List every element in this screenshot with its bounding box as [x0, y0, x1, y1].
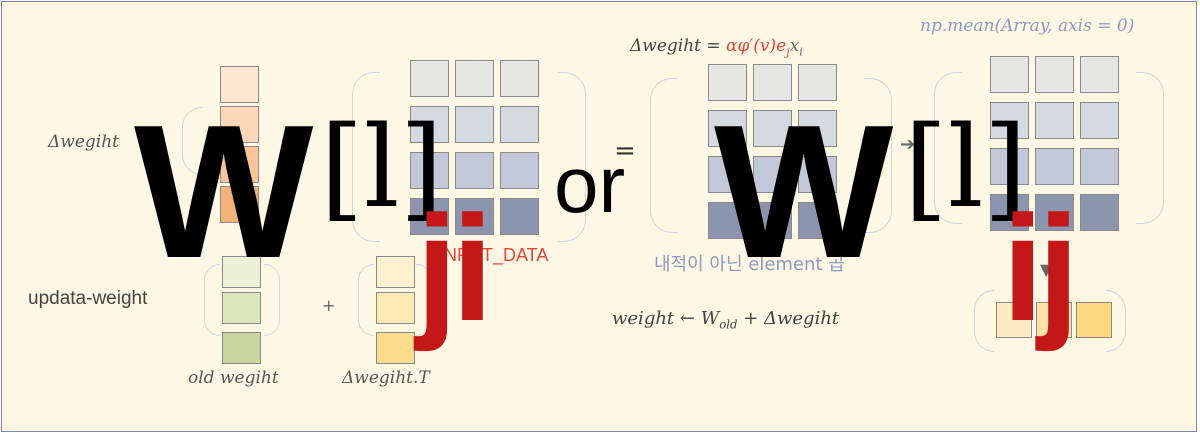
mid-cell: [798, 64, 837, 101]
right-cell: [990, 148, 1029, 185]
arrow-glyph-right: ➔: [900, 134, 916, 155]
mid-cell: [753, 64, 792, 101]
right-matrix-brace-close: [1136, 72, 1164, 224]
mid-cell: [753, 156, 792, 193]
right-cell: [1080, 56, 1119, 93]
delta-formula-rhs: αφ′(v)e: [726, 36, 787, 56]
input-cell: [410, 60, 449, 97]
mid-cell: [753, 110, 792, 147]
mid-cell: [708, 110, 747, 147]
mid-cell: [708, 156, 747, 193]
update-rule-rhs: + Δwegiht: [737, 308, 840, 329]
yellow-cell: [376, 256, 415, 288]
input-cell: [410, 106, 449, 143]
right-cell: [1035, 56, 1074, 93]
delta-formula: Δwegiht = αφ′(v)ejxi: [630, 36, 803, 58]
yellow-cell: [376, 292, 415, 324]
mid-cell: [708, 64, 747, 101]
input-cell: [410, 152, 449, 189]
right-cell: [1035, 194, 1074, 231]
equals-sign: =: [614, 136, 636, 166]
overlay-w-left: W: [134, 86, 313, 298]
right-cell: [1080, 194, 1119, 231]
update-weight-label: updata-weight: [28, 288, 148, 309]
right-cell: [1035, 148, 1074, 185]
plus-sign: +: [322, 296, 336, 315]
mid-cell: [753, 202, 792, 239]
orange-cell: [220, 66, 259, 103]
result-cell: [996, 302, 1032, 338]
right-cell: [1080, 148, 1119, 185]
update-rule-lhs: weight ← W: [612, 308, 720, 329]
delta-formula-sub-i: i: [799, 45, 803, 59]
right-cell: [990, 194, 1029, 231]
np-mean-label: np.mean(Array, axis = 0): [920, 16, 1135, 36]
green-cell: [222, 332, 261, 364]
result-brace-open: [974, 290, 994, 352]
input-cell: [500, 106, 539, 143]
input-cell: [500, 60, 539, 97]
delta-formula-x: x: [789, 36, 800, 56]
overlay-bracket-right: [l]: [904, 103, 1028, 233]
delta-t-brace-open: [358, 264, 374, 336]
result-cell: [1036, 302, 1072, 338]
update-rule-sub: old: [719, 317, 738, 332]
mid-matrix-brace-open: [650, 78, 678, 233]
right-cell: [990, 56, 1029, 93]
orange-cell: [220, 106, 259, 143]
right-cell: [990, 102, 1029, 139]
result-cell: [1076, 302, 1112, 338]
overlay-sub-ji: ji: [416, 184, 493, 352]
orange-cell: [220, 146, 259, 183]
delta-weight-t-label: Δwegiht.T: [342, 368, 430, 388]
down-arrow-icon: ▼: [1040, 260, 1053, 279]
mid-cell: [708, 202, 747, 239]
mid-cell: [798, 202, 837, 239]
input-cell: [455, 106, 494, 143]
input-cell: [410, 198, 449, 235]
korean-note: 내적이 아닌 element 곱: [654, 254, 845, 275]
overlay-sub-ij: ij: [1002, 184, 1079, 352]
input-cell: [455, 198, 494, 235]
delta-formula-sub-j: j: [786, 45, 790, 59]
old-weight-label: old wegiht: [188, 368, 279, 388]
input-cell: [455, 60, 494, 97]
update-rule: weight ← Wold + Δwegiht: [612, 308, 839, 332]
right-cell: [1080, 102, 1119, 139]
mid-cell: [798, 110, 837, 147]
input-cell: [455, 152, 494, 189]
arrow-glyph-left: ➔: [136, 123, 152, 144]
overlay-bracket-left: [l]: [320, 103, 444, 233]
overlay-or: or: [554, 140, 626, 229]
input-data-label: INPUT_DATA: [439, 245, 549, 265]
mid-cell: [798, 156, 837, 193]
input-cell: [500, 198, 539, 235]
delta-weight-label: Δwegiht: [48, 132, 119, 152]
input-cell: [500, 152, 539, 189]
orange-cell: [220, 186, 259, 223]
yellow-cell: [376, 332, 415, 364]
delta-formula-lhs: Δwegiht =: [630, 36, 727, 56]
overlay-w-right: W: [714, 86, 893, 298]
green-cell: [222, 256, 261, 288]
green-cell: [222, 292, 261, 324]
right-cell: [1035, 102, 1074, 139]
